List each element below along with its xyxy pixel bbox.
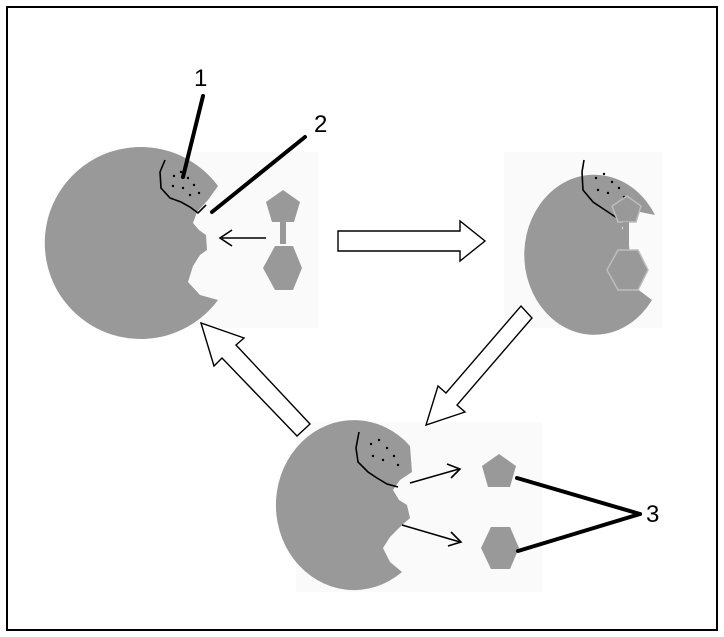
active-site-boundary [355,431,399,488]
enzyme-body [275,420,412,591]
enzyme-substrate-complex [524,159,655,335]
cycle-arrow-right [337,219,487,263]
label-1: 1 [194,65,207,92]
product-hexagon [481,527,519,569]
active-site-dots [369,438,400,467]
enzyme-free [44,147,218,339]
product-pentagon [482,454,516,487]
binding-arrow [218,229,266,247]
enzyme-with-products [275,420,412,591]
substrate-bond [280,220,286,244]
substrate-pentagon [266,190,300,222]
release-arrow-bottom [401,524,463,547]
substrate-molecule [263,190,302,290]
label-2: 2 [314,111,327,138]
bound-substrate-hexagon [606,249,649,291]
label-3: 3 [646,501,659,528]
cycle-arrow-up-left [199,321,311,437]
substrate-hexagon [263,246,302,290]
active-site-boundary [159,159,207,215]
label-3-leader-top [515,476,642,516]
label-2-leader [210,135,307,214]
bound-substrate-bond [623,222,629,252]
label-1-leader [181,94,205,179]
active-site-boundary [581,159,621,221]
release-arrow-top [409,463,462,484]
active-site-dots [594,172,626,199]
enzyme-body [44,147,218,339]
cycle-arrow-down-left [424,304,533,427]
label-3-leader-bottom [516,512,642,553]
active-site-dots [171,170,201,197]
